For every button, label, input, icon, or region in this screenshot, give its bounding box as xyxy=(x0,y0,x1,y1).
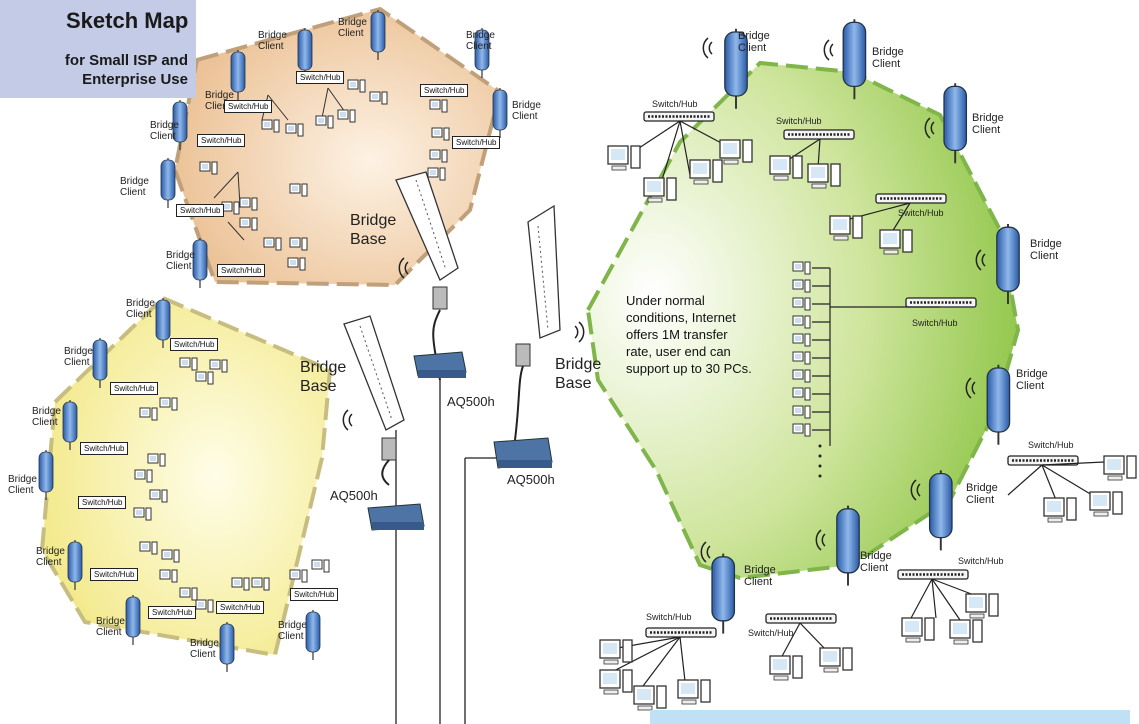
switch-hub-label: Switch/Hub xyxy=(78,496,127,509)
subtitle-line-2: Enterprise Use xyxy=(82,71,188,88)
title-box: Sketch Map for Small ISP and Enterprise … xyxy=(0,0,196,98)
switch-hub-label: Switch/Hub xyxy=(148,606,197,619)
aq500h-label: AQ500h xyxy=(507,472,555,487)
router-aq500h-1 xyxy=(413,351,467,378)
switch-hub-text: Switch/Hub xyxy=(1028,440,1074,450)
switch-hub-text: Switch/Hub xyxy=(958,556,1004,566)
switch-hub-label: Switch/Hub xyxy=(110,382,159,395)
switch-hub-text: Switch/Hub xyxy=(912,318,958,328)
switch-hub-text: Switch/Hub xyxy=(748,628,794,638)
bridge-base-antenna-right xyxy=(514,204,585,441)
switch-hub-label: Switch/Hub xyxy=(197,134,246,147)
switch-hub-label: Switch/Hub xyxy=(176,204,225,217)
router-aq500h-3 xyxy=(367,503,425,531)
page-title: Sketch Map xyxy=(66,8,189,33)
switch-hub-label: Switch/Hub xyxy=(216,601,265,614)
switch-hub-text: Switch/Hub xyxy=(646,612,692,622)
switch-hub-label: Switch/Hub xyxy=(217,264,266,277)
switch-hub-text: Switch/Hub xyxy=(898,208,944,218)
aq500h-label: AQ500h xyxy=(330,488,378,503)
switch-hub-label: Switch/Hub xyxy=(224,100,273,113)
page-subtitle: for Small ISP and Enterprise Use xyxy=(65,51,188,89)
switch-hub-label: Switch/Hub xyxy=(290,588,339,601)
subtitle-line-1: for Small ISP and xyxy=(64,52,188,69)
switch-hub-label: Switch/Hub xyxy=(296,71,345,84)
switch-hub-label: Switch/Hub xyxy=(80,442,129,455)
network-note: Under normal conditions, Internet offers… xyxy=(626,293,752,376)
bridge-base-antenna-left xyxy=(342,315,405,486)
router-aq500h-2 xyxy=(493,437,553,469)
switch-hub-text: Switch/Hub xyxy=(652,99,698,109)
bottom-banner xyxy=(650,710,1130,724)
switch-hub-label: Switch/Hub xyxy=(420,84,469,97)
switch-hub-text: Switch/Hub xyxy=(776,116,822,126)
switch-hub-label: Switch/Hub xyxy=(90,568,139,581)
aq500h-label: AQ500h xyxy=(447,394,495,409)
switch-hub-label: Switch/Hub xyxy=(452,136,501,149)
switch-hub-label: Switch/Hub xyxy=(170,338,219,351)
